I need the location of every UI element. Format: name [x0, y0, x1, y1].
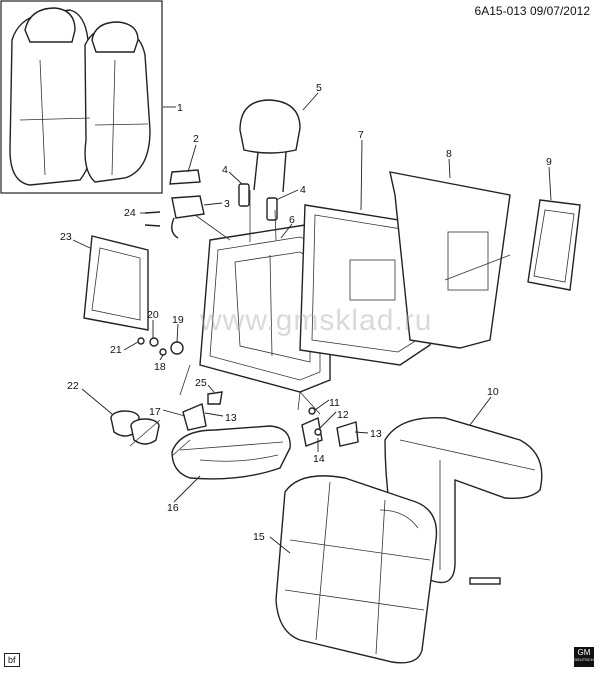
- callout-25: 25: [195, 377, 207, 389]
- callout-17: 17: [149, 406, 161, 418]
- seat-frame: [199, 224, 331, 393]
- callout-19: 19: [172, 314, 184, 326]
- callout-9: 9: [546, 156, 552, 168]
- trim-panel: [389, 171, 511, 349]
- leader-lines: [72, 92, 552, 554]
- callout-7: 7: [358, 129, 364, 141]
- callout-10: 10: [487, 386, 499, 398]
- callout-4a: 4: [222, 164, 228, 176]
- gm-logo-subtext: DEUTSCH: [574, 657, 594, 662]
- callout-6: 6: [289, 214, 295, 226]
- header-date: 09/07/2012: [529, 4, 590, 18]
- callouts: 1 2 3 4 4 5 6 7 8 9 10 11 12 13 13 14 15…: [60, 82, 552, 543]
- callout-14: 14: [313, 453, 325, 465]
- watermark: www.gmsklad.ru: [200, 304, 433, 337]
- callout-1: 1: [177, 102, 183, 114]
- callout-13b: 13: [370, 428, 382, 440]
- callout-23: 23: [60, 231, 72, 243]
- callout-4b: 4: [300, 184, 306, 196]
- callout-5: 5: [316, 82, 322, 94]
- seat-back-cushion: [275, 475, 438, 664]
- callout-8: 8: [446, 148, 452, 160]
- header-code: 6A15-013: [474, 4, 527, 18]
- callout-15: 15: [253, 531, 265, 543]
- callout-21: 21: [110, 344, 122, 356]
- callout-16: 16: [167, 502, 179, 514]
- gm-logo: GM DEUTSCH: [574, 647, 594, 667]
- callout-3: 3: [224, 198, 230, 210]
- diagram-header: 6A15-013 09/07/2012: [475, 4, 590, 18]
- callout-13a: 13: [225, 412, 237, 424]
- callout-2: 2: [193, 133, 199, 145]
- gm-logo-text: GM: [577, 648, 591, 657]
- callout-18: 18: [154, 361, 166, 373]
- callout-22: 22: [67, 380, 79, 392]
- side-bracket: [83, 235, 149, 331]
- callout-11: 11: [329, 397, 340, 409]
- headrest: [239, 99, 301, 193]
- callout-24: 24: [124, 207, 136, 219]
- inset-box: [0, 0, 163, 194]
- callout-12: 12: [337, 409, 349, 421]
- cup-holder: [110, 410, 160, 445]
- corner-tag: bf: [4, 653, 20, 667]
- callout-20: 20: [147, 309, 159, 321]
- armrest: [171, 425, 291, 480]
